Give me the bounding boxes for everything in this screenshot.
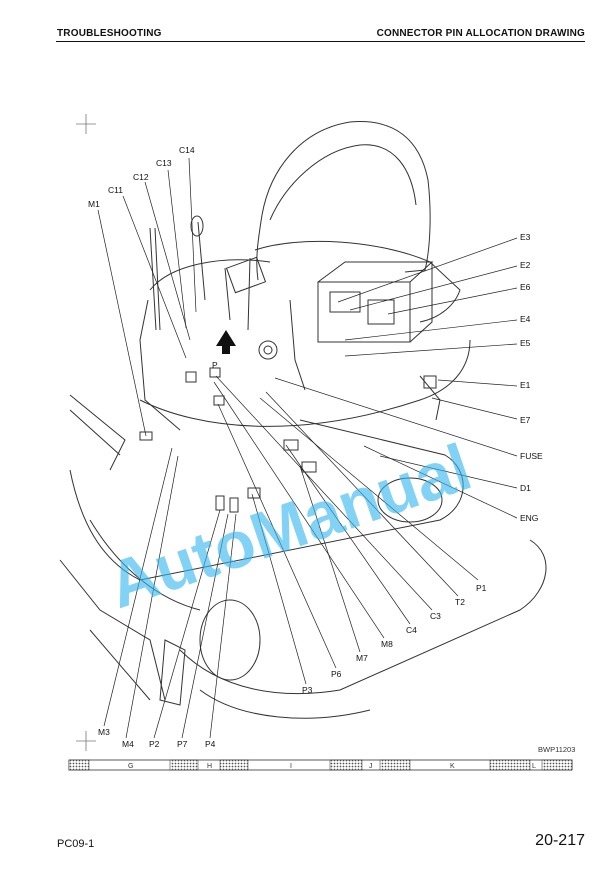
callout-d1: D1	[520, 483, 531, 493]
model-number: PC09-1	[57, 838, 95, 850]
excavator-line-art	[59, 121, 547, 719]
callout-e5: E5	[520, 338, 531, 348]
callout-c13: C13	[156, 158, 172, 168]
figure-id: BWP11203	[538, 745, 575, 754]
header-rule	[56, 41, 585, 42]
callout-t2: T2	[455, 597, 465, 607]
callout-c11: C11	[108, 185, 123, 195]
callout-p2: P2	[149, 739, 160, 749]
grid-label-k: K	[450, 763, 455, 770]
registration-mark-top	[76, 114, 96, 134]
view-marker-label: P	[212, 360, 218, 370]
callout-fuse: FUSE	[520, 451, 543, 461]
watermark-text: AutoManual	[99, 429, 480, 622]
callout-m4: M4	[122, 739, 134, 749]
callout-e7: E7	[520, 415, 531, 425]
callout-eng: ENG	[520, 513, 538, 523]
grid-label-j: J	[369, 763, 373, 770]
page-title: CONNECTOR PIN ALLOCATION DRAWING	[376, 28, 585, 39]
callout-c12: C12	[133, 172, 149, 182]
callout-e1: E1	[520, 380, 531, 390]
page-number: 20-217	[535, 832, 585, 849]
grid-label-l: L	[532, 763, 536, 770]
registration-mark-bottom	[76, 731, 96, 751]
callout-p4: P4	[205, 739, 216, 749]
callout-c4: C4	[406, 625, 417, 635]
callout-m8: M8	[381, 639, 393, 649]
callout-p1: P1	[476, 583, 487, 593]
callout-e3: E3	[520, 232, 531, 242]
callout-m3: M3	[98, 727, 110, 737]
grid-label-h: H	[207, 763, 212, 770]
callout-p6: P6	[331, 669, 342, 679]
callout-e6: E6	[520, 282, 531, 292]
callout-m1: M1	[88, 199, 100, 209]
callout-c3: C3	[430, 611, 441, 621]
view-arrow-icon	[216, 330, 236, 354]
callout-p7: P7	[177, 739, 188, 749]
callout-labels: C14 C13 C12 C11 M1 E3 E2 E6 E4 E5 E1 E7 …	[88, 145, 543, 749]
leader-lines	[97, 157, 518, 739]
callout-p3: P3	[302, 685, 313, 695]
callout-e4: E4	[520, 314, 531, 324]
section-header: TROUBLESHOOTING	[57, 28, 162, 39]
grid-label-g: G	[128, 763, 133, 770]
callout-m7: M7	[356, 653, 368, 663]
grid-reference-strip: G H I J K L	[68, 759, 573, 771]
callout-e2: E2	[520, 260, 531, 270]
callout-c14: C14	[179, 145, 195, 155]
grid-label-i: I	[290, 763, 292, 770]
